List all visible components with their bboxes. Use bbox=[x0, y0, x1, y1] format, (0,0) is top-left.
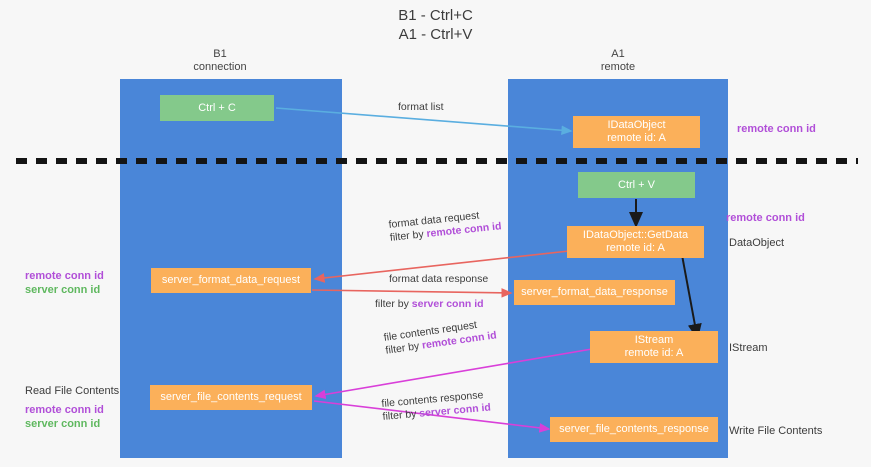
lane-header-b1: B1 connection bbox=[193, 48, 247, 73]
node-idataobject[interactable]: IDataObject remote id: A bbox=[573, 116, 700, 148]
right-label-dataobject: DataObject bbox=[729, 237, 785, 249]
lane-header-a1: A1 remote bbox=[600, 48, 636, 73]
node-server-format-data-request[interactable]: server_format_data_request bbox=[151, 268, 311, 293]
left-label-server-conn-id-2: server conn id bbox=[25, 418, 101, 430]
right-label-remote-conn-id-mid: remote conn id bbox=[726, 212, 805, 224]
right-label-remote-conn-id-top: remote conn id bbox=[737, 123, 816, 135]
edge-label-format-data-response: format data response bbox=[389, 273, 489, 285]
edge-label-format-list: format list bbox=[398, 101, 444, 113]
edge-label-format-data-response-filter: filter by server conn id bbox=[375, 298, 484, 311]
filter-prefix: filter by bbox=[389, 228, 428, 244]
node-ctrl-c[interactable]: Ctrl + C bbox=[160, 95, 274, 121]
node-server-file-contents-response[interactable]: server_file_contents_response bbox=[550, 417, 718, 442]
right-label-write-file-contents: Write File Contents bbox=[729, 425, 823, 437]
page-title: B1 - Ctrl+C A1 - Ctrl+V bbox=[398, 7, 473, 43]
left-label-read-file-contents: Read File Contents bbox=[25, 385, 120, 397]
left-label-remote-conn-id-1: remote conn id bbox=[25, 270, 104, 282]
filter-prefix: filter by bbox=[375, 298, 412, 310]
filter-key-server-conn-id: server conn id bbox=[411, 298, 484, 310]
left-label-remote-conn-id-2: remote conn id bbox=[25, 404, 104, 416]
node-istream[interactable]: IStream remote id: A bbox=[590, 331, 718, 363]
node-server-format-data-response[interactable]: server_format_data_response bbox=[514, 280, 675, 305]
left-label-server-conn-id-1: server conn id bbox=[25, 284, 101, 296]
node-ctrl-v[interactable]: Ctrl + V bbox=[578, 172, 695, 198]
node-idataobject-getdata[interactable]: IDataObject::GetData remote id: A bbox=[567, 226, 704, 258]
right-label-istream: IStream bbox=[729, 342, 768, 354]
filter-prefix: filter by bbox=[382, 407, 420, 423]
node-server-file-contents-request[interactable]: server_file_contents_request bbox=[150, 385, 312, 410]
